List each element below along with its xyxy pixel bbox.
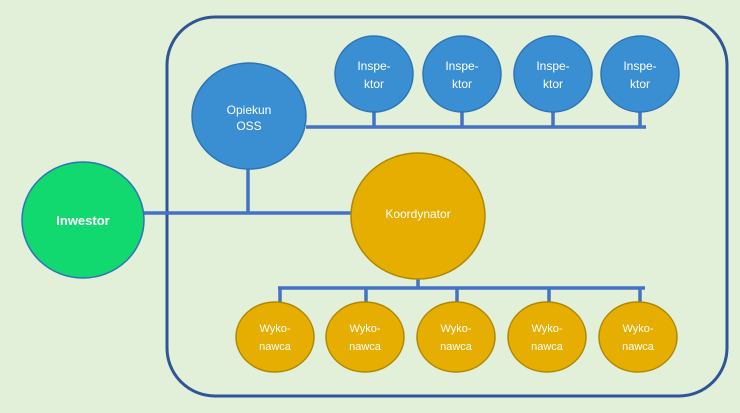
contractor-label-line2: nawca (259, 341, 292, 353)
guardian-label-line1: Opiekun (227, 103, 272, 117)
connectors (143, 111, 646, 304)
inspector-label-line1: Inspe- (536, 59, 569, 73)
contractor-label-line2: nawca (440, 341, 473, 353)
node-inspector: Inspe- ktor (422, 35, 502, 113)
inspector-label-line2: ktor (364, 77, 384, 91)
node-contractor: Wyko- nawca (235, 301, 315, 373)
contractor-label-line1: Wyko- (531, 323, 562, 335)
contractor-label-line1: Wyko- (349, 323, 380, 335)
contractor-label-line1: Wyko- (259, 323, 290, 335)
investor-label: Inwestor (56, 213, 109, 228)
inspector-label-line1: Inspe- (623, 59, 656, 73)
contractor-label-line1: Wyko- (622, 323, 653, 335)
coordinator-label: Koordynator (385, 207, 450, 221)
contractors: Wyko- nawca Wyko- nawca Wyko- nawca Wyko… (235, 301, 678, 373)
guardian-label-line2: OSS (236, 119, 261, 133)
contractor-label-line2: nawca (622, 341, 655, 353)
node-inspector: Inspe- ktor (513, 35, 593, 113)
team-frame (165, 15, 729, 398)
inspector-label-line2: ktor (630, 77, 650, 91)
node-contractor: Wyko- nawca (598, 301, 678, 373)
inspectors: Inspe- ktor Inspe- ktor Inspe- ktor Insp… (334, 35, 680, 113)
inspector-label-line1: Inspe- (357, 59, 390, 73)
inspector-label-line1: Inspe- (445, 59, 478, 73)
node-contractor: Wyko- nawca (507, 301, 587, 373)
node-inspector: Inspe- ktor (334, 35, 414, 113)
node-investor: Inwestor (21, 161, 145, 279)
contractor-label-line2: nawca (531, 341, 564, 353)
inspector-label-line2: ktor (543, 77, 563, 91)
contractor-label-line1: Wyko- (440, 323, 471, 335)
inspector-label-line2: ktor (452, 77, 472, 91)
node-guardian-oss: Opiekun OSS (191, 62, 307, 170)
contractor-label-line2: nawca (349, 341, 382, 353)
node-coordinator: Koordynator (350, 152, 486, 280)
node-contractor: Wyko- nawca (325, 301, 405, 373)
node-contractor: Wyko- nawca (416, 301, 496, 373)
node-inspector: Inspe- ktor (600, 35, 680, 113)
